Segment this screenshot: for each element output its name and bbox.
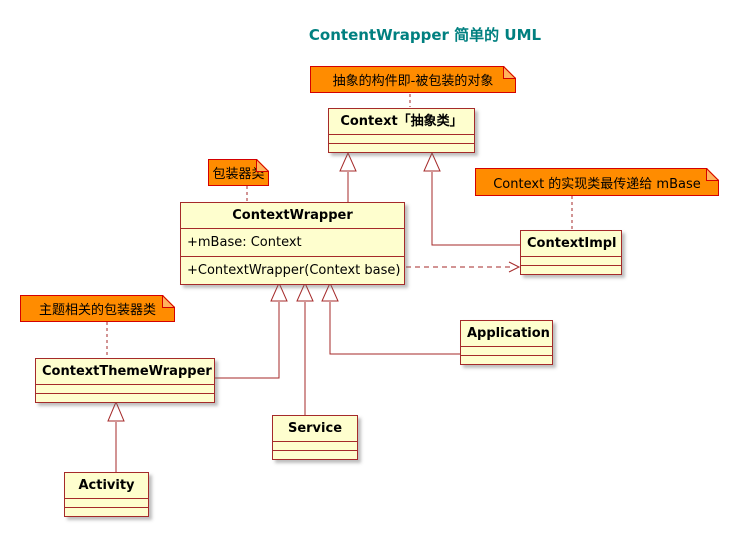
note-wrapper-class: 包装器类 (208, 159, 269, 186)
note-fold-icon (256, 159, 269, 172)
class-context: Context「抽象类」 (328, 108, 475, 153)
class-title: ContextThemeWrapper (36, 359, 214, 385)
methods-compartment (273, 451, 357, 459)
methods-compartment: +ContextWrapper(Context base) (181, 257, 404, 284)
attribute-mbase: +mBase: Context (187, 235, 302, 250)
attributes-compartment (65, 499, 148, 508)
note-theme-wrapper: 主题相关的包装器类 (20, 295, 175, 322)
inheritance-triangle-icon (423, 151, 441, 172)
generalization-contextthemewrapper-to-contextwrapper (215, 302, 280, 379)
generalization-application-to-contextwrapper (329, 302, 460, 355)
inheritance-triangle-icon (107, 400, 125, 422)
class-service: Service (272, 415, 358, 460)
inheritance-triangle-icon (321, 281, 339, 302)
attributes-compartment (36, 385, 214, 394)
class-title: Activity (65, 473, 148, 499)
methods-compartment (521, 266, 621, 274)
class-title: Service (273, 416, 357, 442)
note-abstract-component: 抽象的构件即-被包装的对象 (310, 66, 516, 93)
class-contextthemewrapper: ContextThemeWrapper (35, 358, 215, 403)
class-title: ContextImpl (521, 231, 621, 257)
open-arrowhead-icon (508, 261, 521, 273)
inheritance-triangle-icon (296, 281, 314, 302)
attributes-compartment (273, 442, 357, 451)
inheritance-triangle-icon (270, 281, 288, 302)
attributes-compartment: +mBase: Context (181, 229, 404, 257)
inheritance-triangle-icon (339, 151, 357, 172)
note-fold-icon (706, 168, 719, 181)
methods-compartment (36, 394, 214, 402)
class-activity: Activity (64, 472, 149, 517)
class-contextimpl: ContextImpl (520, 230, 622, 275)
methods-compartment (329, 144, 474, 152)
note-text: 包装器类 (212, 167, 265, 182)
note-impl-mbase: Context 的实现类最传递给 mBase (475, 168, 719, 196)
note-fold-icon (503, 66, 516, 79)
note-text: 抽象的构件即-被包装的对象 (332, 74, 494, 89)
attributes-compartment (329, 135, 474, 144)
class-title: Application (461, 321, 552, 347)
class-title: ContextWrapper (181, 203, 404, 229)
class-contextwrapper: ContextWrapper +mBase: Context +ContextW… (180, 202, 405, 285)
methods-compartment (65, 508, 148, 516)
class-title: Context「抽象类」 (329, 109, 474, 135)
attributes-compartment (521, 257, 621, 266)
methods-compartment (461, 356, 552, 364)
class-application: Application (460, 320, 553, 365)
note-text: 主题相关的包装器类 (38, 303, 156, 318)
method-constructor: +ContextWrapper(Context base) (187, 263, 401, 278)
note-text: Context 的实现类最传递给 mBase (493, 176, 701, 192)
diagram-title: ContentWrapper 简单的 UML (308, 26, 542, 44)
attributes-compartment (461, 347, 552, 356)
note-fold-icon (162, 295, 175, 308)
